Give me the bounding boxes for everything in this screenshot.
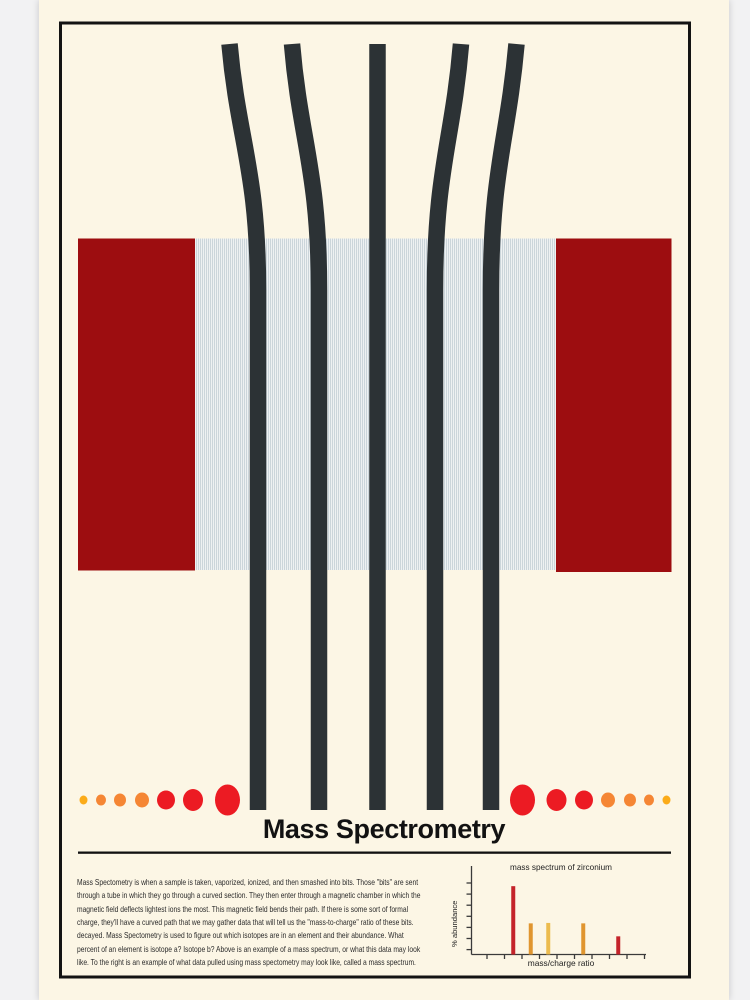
beam-dot [157, 790, 175, 810]
spectrum-bar [581, 923, 586, 955]
beam-dots-right [510, 784, 671, 816]
magnet-block-left [78, 238, 195, 571]
ion-beam-path [482, 43, 525, 810]
ion-beam-path [221, 43, 267, 810]
beam-dot [114, 793, 126, 807]
body-text-line: charge, they'll have a curved path that … [77, 917, 414, 928]
spectrum-bar [546, 922, 551, 955]
poster-title: Mass Spectrometry [262, 814, 506, 844]
chart-y-axis-label: % abundance [450, 900, 459, 948]
beam-dot [510, 784, 535, 816]
ion-beam-paths [221, 43, 525, 810]
beam-dot [644, 794, 654, 806]
title-underline [78, 851, 671, 854]
mass-spectrum-chart [466, 866, 646, 959]
beam-dot [662, 795, 671, 805]
body-text-line: decayed. Mass Spectometry is used to fig… [77, 930, 404, 941]
spectrum-bar [528, 923, 533, 955]
spectrum-bar [616, 936, 621, 955]
poster: Mass Spectrometry Mass Spectometry is wh… [39, 0, 729, 1000]
beam-dot [183, 789, 203, 811]
beam-dot [215, 784, 240, 816]
chart-title: mass spectrum of zirconium [510, 863, 612, 872]
magnet-block-right [556, 238, 672, 572]
body-text-line: like. To the right is an example of what… [77, 957, 416, 968]
beam-dot [601, 792, 615, 808]
beam-dot [135, 792, 149, 808]
beam-dot [624, 793, 636, 807]
ion-beam-path [283, 43, 328, 810]
beam-dot [575, 790, 593, 810]
chart-x-axis-label: mass/charge ratio [527, 958, 595, 968]
spectrum-bar [511, 886, 516, 955]
ion-beam-path [426, 43, 470, 810]
beam-dots-left [79, 784, 240, 816]
body-text-line: through a tube in which they go through … [77, 890, 421, 901]
body-text-line: Mass Spectometry is when a sample is tak… [77, 877, 419, 887]
beam-dot [79, 795, 88, 805]
beam-dot [546, 789, 567, 811]
body-paragraph: Mass Spectometry is when a sample is tak… [77, 876, 444, 969]
body-text-line: magnetic field deflects lightest ions th… [77, 903, 409, 914]
body-text-line: percent of an element is isotope a? Isot… [77, 943, 421, 954]
beam-dot [96, 794, 106, 806]
poster-border-frame [59, 21, 691, 979]
